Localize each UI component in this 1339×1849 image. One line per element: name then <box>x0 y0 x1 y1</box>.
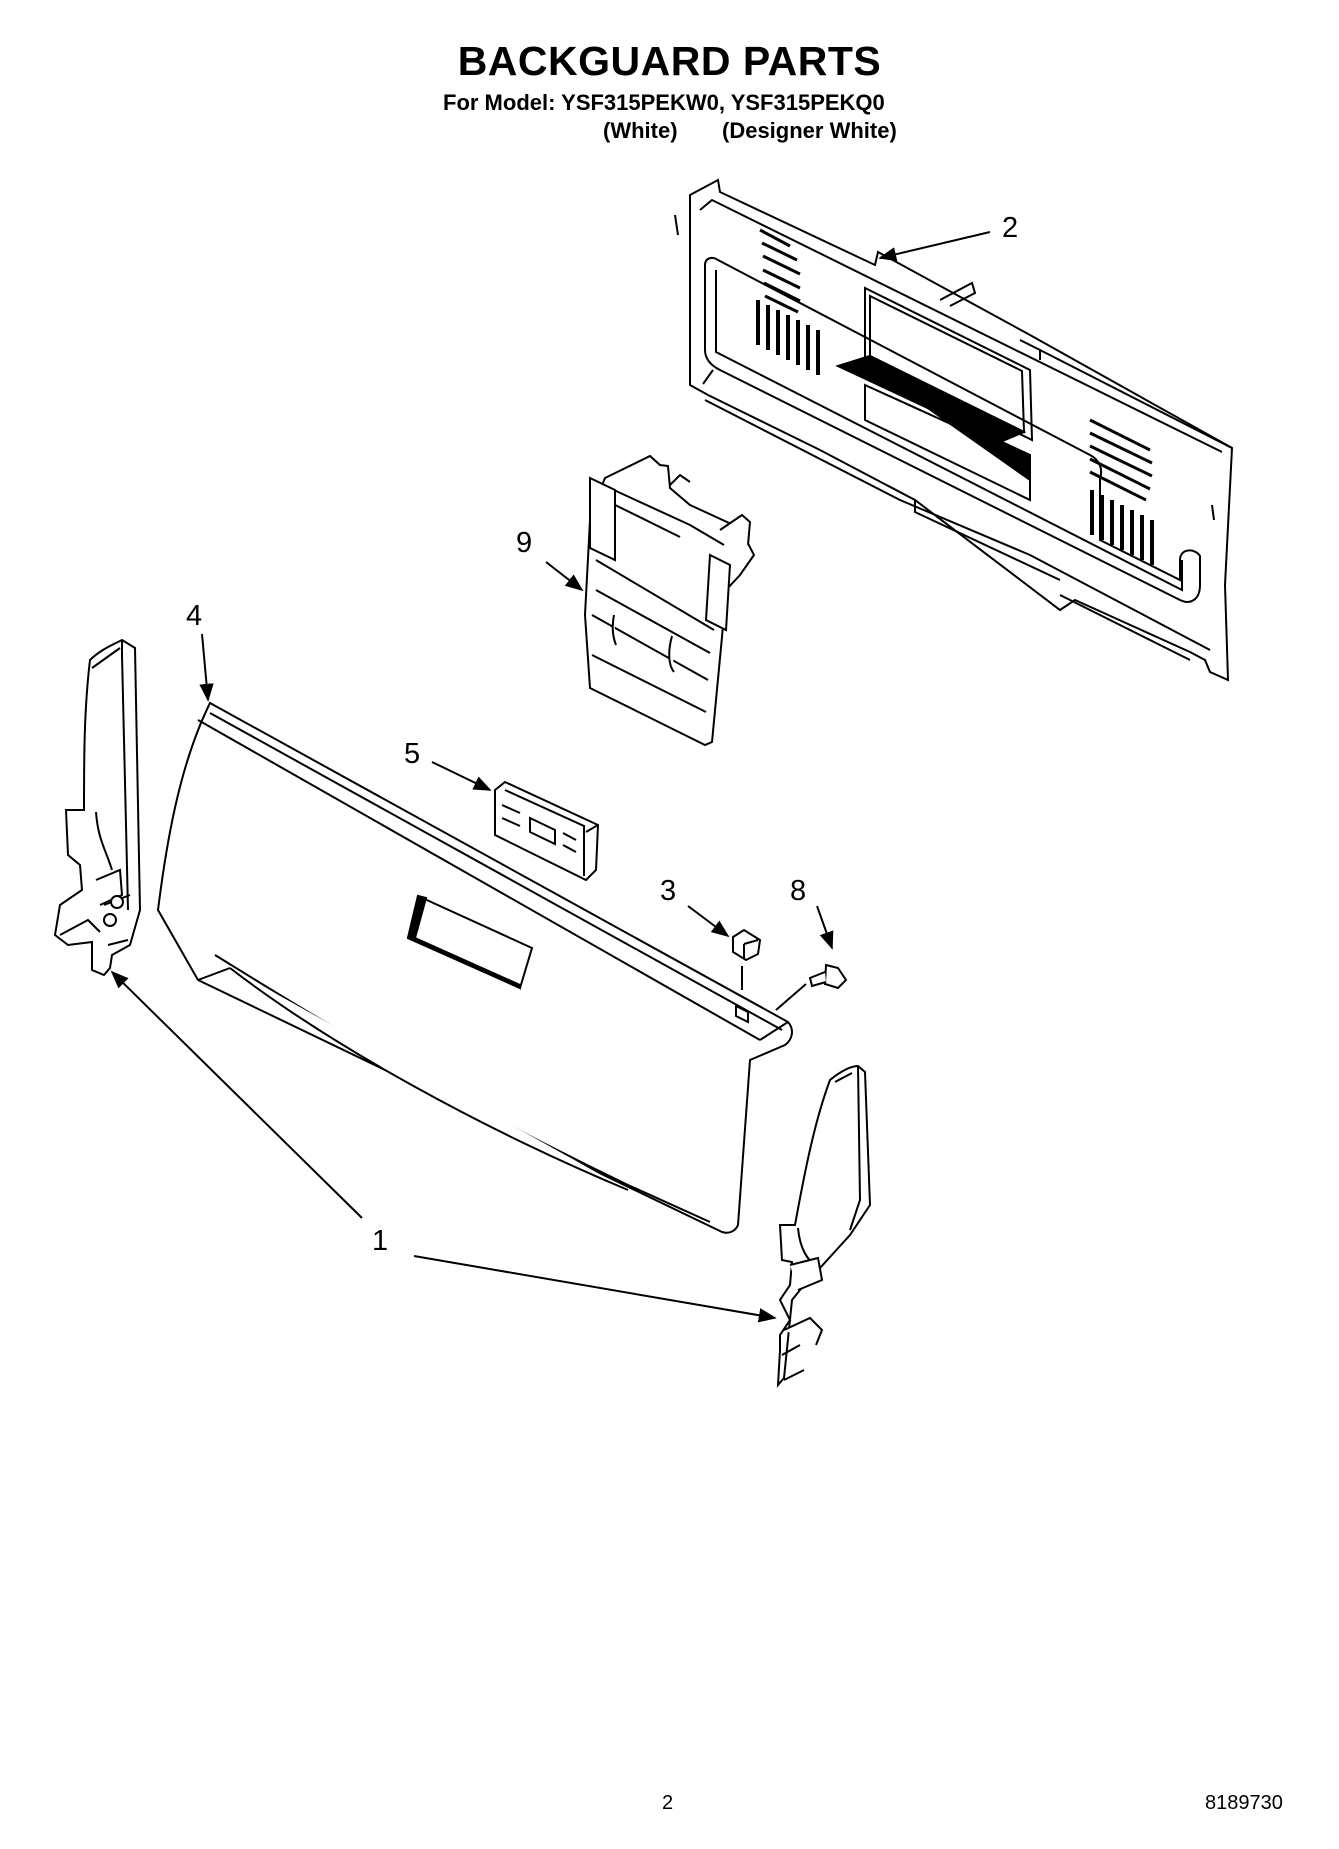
leader-arrow-2 <box>878 231 991 262</box>
rear-panel-part-2 <box>674 178 1234 682</box>
switch-part-3 <box>732 928 762 990</box>
document-number: 8189730 <box>1205 1792 1283 1814</box>
callout-3: 3 <box>660 875 676 907</box>
end-cap-left-part-1 <box>53 638 142 977</box>
leader-arrow-4 <box>199 633 214 702</box>
end-cap-right-part-1 <box>776 1064 872 1388</box>
backguard-panel-part-4 <box>156 701 793 1234</box>
leader-arrow-9 <box>545 561 584 592</box>
page-number: 2 <box>662 1792 674 1814</box>
leader-arrow-3 <box>687 905 730 938</box>
callout-5: 5 <box>404 738 420 770</box>
callout-2: 2 <box>1002 212 1018 244</box>
model-line: For Model: YSF315PEKW0, YSF315PEKQ0 <box>443 90 885 115</box>
variant-white-label: (White) <box>603 118 678 143</box>
leader-arrow-8 <box>816 905 834 950</box>
leader-arrow-5 <box>431 761 492 791</box>
callout-8: 8 <box>790 875 806 907</box>
callout-4: 4 <box>186 600 202 632</box>
leader-line-screw <box>775 983 807 1011</box>
callout-1: 1 <box>372 1225 388 1257</box>
variant-designer-label: (Designer White) <box>722 118 897 143</box>
screw-part-8 <box>808 963 848 990</box>
leader-arrows <box>110 231 991 1323</box>
leader-arrow-1-left <box>110 970 363 1219</box>
leader-arrow-1-right <box>413 1255 777 1323</box>
clock-control-part-5 <box>494 780 600 882</box>
callout-9: 9 <box>516 527 532 559</box>
page-title: BACKGUARD PARTS <box>457 38 882 84</box>
deflector-part-9 <box>583 454 756 747</box>
